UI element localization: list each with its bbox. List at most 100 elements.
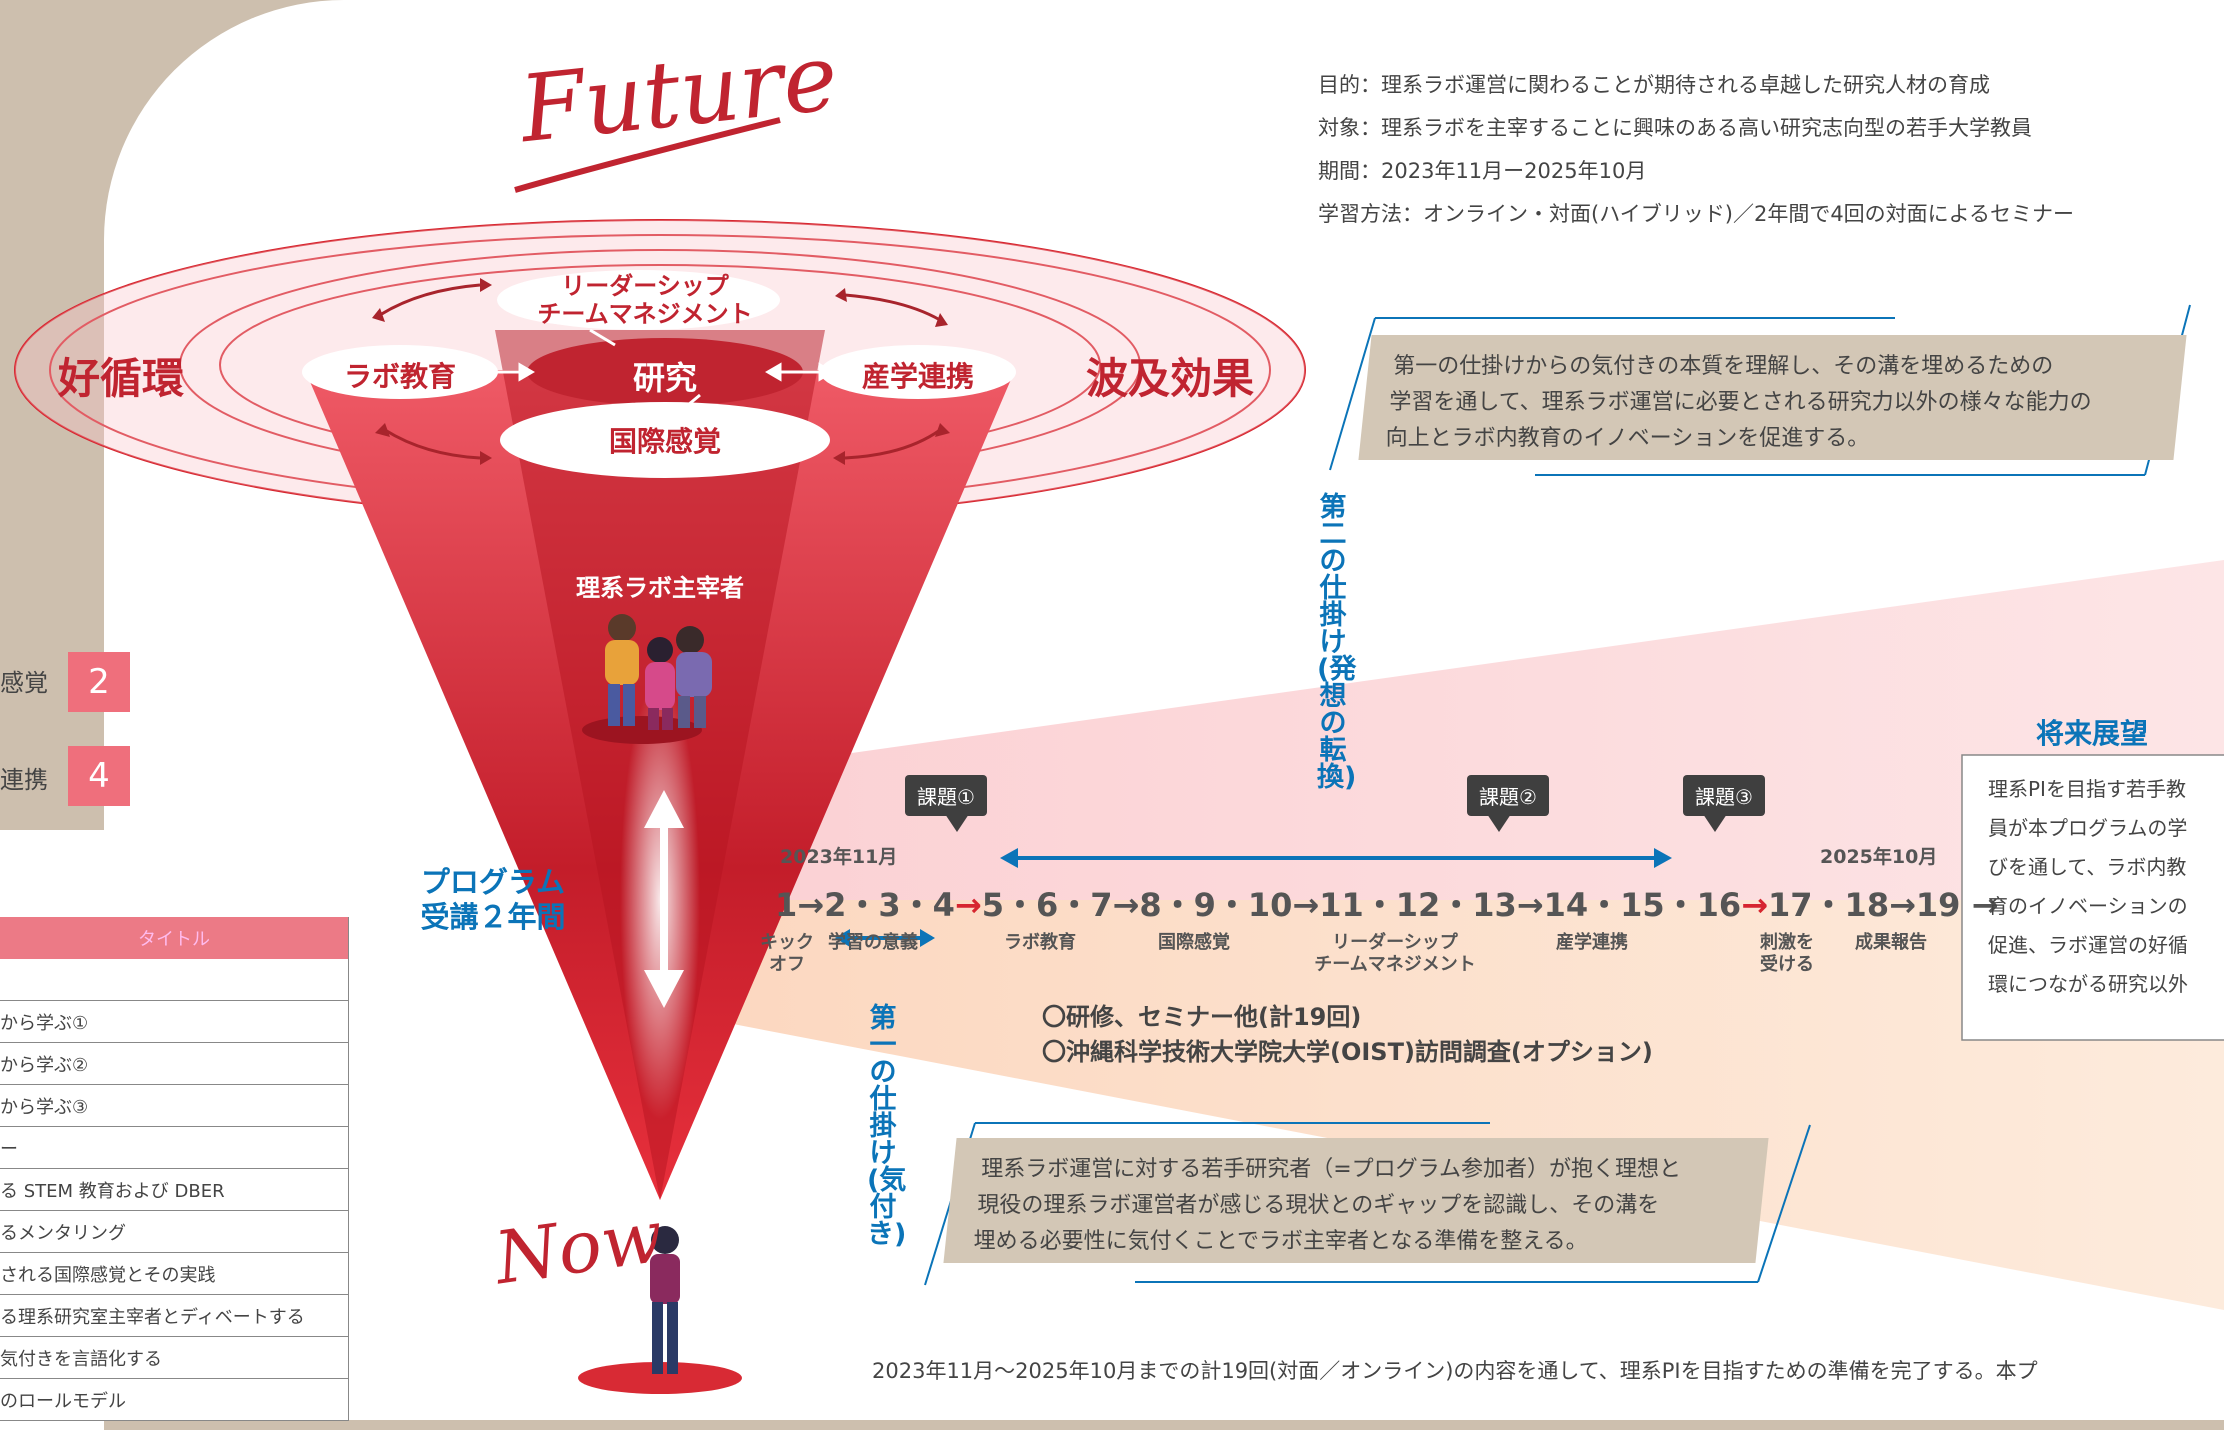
outlook-line: 促進、ラボ運営の好循 xyxy=(1988,933,2188,957)
stimulus-line1: 刺激を xyxy=(1760,932,1814,953)
table-row: ー xyxy=(0,1126,349,1169)
task-3-bubble: 課題③ xyxy=(1683,775,1765,832)
first-text-3: 埋める必要性に気付くことでラボ主宰者となる準備を整える。 xyxy=(973,1229,1588,1254)
leadership-label-2: チームマネジメント xyxy=(1314,954,1476,975)
table-row xyxy=(0,959,349,1001)
label-leadership: リーダーシップ チームマネジメント xyxy=(1290,932,1500,976)
start-date: 2023年11月 xyxy=(780,846,898,868)
ellipse-research-label: 研究 xyxy=(632,359,697,397)
kickoff-line1: キック xyxy=(760,932,814,953)
note-oist: 〇沖縄科学技術大学院大学(OIST)訪問調査(オプション) xyxy=(1042,1038,1653,1066)
ellipse-leadership-2 xyxy=(500,270,780,330)
outlook-line: 環につながる研究以外 xyxy=(1988,972,2188,996)
first-text-2: 現役の理系ラボ運営者が感じる現状とのギャップを認識し、その溝を xyxy=(977,1193,1660,1218)
future-outlook-text: 理系PIを目指す若手教員が本プログラムの学びを通して、ラボ内教育のイノベーション… xyxy=(1988,770,2188,1004)
left-item-1-label: 感覚 xyxy=(0,669,48,697)
leadership-label-1: リーダーシップ xyxy=(1332,932,1458,953)
ellipse-industry xyxy=(820,345,1016,399)
kickoff-line2: オフ xyxy=(769,954,805,975)
timeline-seg-2: 5・6・7→8・9・10→11・12・13→14・15・16 xyxy=(981,886,1742,924)
first-mechanism-box: 理系ラボ運営に対する若手研究者（=プログラム参加者）が抱く理想と 現役の理系ラボ… xyxy=(943,1138,1769,1263)
curve-arrow-tr xyxy=(844,293,941,322)
table-row: る STEM 教育および DBER xyxy=(0,1168,349,1211)
red-arrow-1: → xyxy=(954,886,982,924)
second-text-1: 第一の仕掛けからの気付きの本質を理解し、その溝を埋めるための xyxy=(1393,354,2054,379)
virtuous-cycle-title: 好循環 xyxy=(58,354,185,403)
timeline-notes: 〇研修、セミナー他(計19回) 〇沖縄科学技術大学院大学(OIST)訪問調査(オ… xyxy=(1042,1000,1653,1070)
table-cell-title: から学ぶ③ xyxy=(0,1084,349,1127)
label-report: 成果報告 xyxy=(1855,932,1927,953)
timeline-seg-3: 17・18→19 xyxy=(1768,886,1961,924)
label-industry: 産学連携 xyxy=(1556,932,1628,953)
curve-arrow-tl xyxy=(379,283,481,317)
first-mechanism-label: 第一の仕掛け(気付き) xyxy=(867,1003,907,1250)
table-cell-title: 気付きを言語化する xyxy=(0,1336,349,1379)
left-item-1-badge: 2 xyxy=(68,652,130,712)
table-row: のロールモデル xyxy=(0,1378,349,1421)
ellipse-lab-ed xyxy=(302,345,498,399)
second-text-3: 向上とラボ内教育のイノベーションを促進する。 xyxy=(1385,426,1870,451)
second-mechanism-box: 第一の仕掛けからの気付きの本質を理解し、その溝を埋めるための 学習を通して、理系… xyxy=(1358,335,2187,460)
info-target: 対象：理系ラボを主宰することに興味のある高い研究志向型の若手大学教員 xyxy=(1318,116,2032,140)
session-timeline: 1→2・3・4→5・6・7→8・9・10→11・12・13→14・15・16→1… xyxy=(775,886,1999,924)
second-mechanism-label: 第二の仕掛け(発想の転換) xyxy=(1317,492,1357,793)
ellipse-leadership-label: リーダーシップ チームマネジメント xyxy=(500,272,790,328)
table-row: 気付きを言語化する xyxy=(0,1336,349,1379)
summary-text: 2023年11月～2025年10月までの計19回(対面／オンライン)の内容を通し… xyxy=(872,1359,2038,1383)
left-item-2-label: 連携 xyxy=(0,766,48,794)
program-info: 目的：理系ラボ運営に関わることが期待される卓越した研究人材の育成 対象：理系ラボ… xyxy=(1318,64,2074,236)
leadership-line1: リーダーシップ xyxy=(561,272,729,300)
table-header-title: タイトル xyxy=(0,917,349,959)
table-cell-title: ー xyxy=(0,1126,349,1169)
pink-band xyxy=(660,560,2224,900)
outlook-line: 理系PIを目指す若手教 xyxy=(1988,777,2186,801)
label-meaning: 学習の意義 xyxy=(828,932,918,953)
table-row: る理系研究室主宰者とディベートする xyxy=(0,1294,349,1337)
program-line2: 受講２年間 xyxy=(420,900,566,934)
note-seminars: 〇研修、セミナー他(計19回) xyxy=(1042,1003,1362,1031)
table-cell-title xyxy=(0,959,349,1001)
red-arrow-2: → xyxy=(1741,886,1769,924)
left-item-2-badge: 4 xyxy=(68,746,130,806)
future-box-border xyxy=(1961,754,2224,1041)
table-row: るメンタリング xyxy=(0,1210,349,1253)
timeline-seg-1: 1→2・3・4 xyxy=(775,886,955,924)
table-row: から学ぶ③ xyxy=(0,1084,349,1127)
ellipse-lab-ed-label: ラボ教育 xyxy=(343,360,456,393)
diagram-graphics xyxy=(14,117,2224,1394)
task-2-bubble: 課題② xyxy=(1467,775,1549,832)
end-date: 2025年10月 xyxy=(1820,846,1938,868)
table-cell-title: る STEM 教育および DBER xyxy=(0,1168,349,1211)
table-cell-title: のロールモデル xyxy=(0,1378,349,1421)
leadership-line2: チームマネジメント xyxy=(537,300,753,328)
future-underline xyxy=(514,117,781,193)
table-row: から学ぶ① xyxy=(0,1000,349,1043)
table-row: から学ぶ② xyxy=(0,1042,349,1085)
pi-label: 理系ラボ主宰者 xyxy=(576,574,744,602)
people-group xyxy=(605,614,712,730)
ellipse-research xyxy=(527,338,803,406)
info-method: 学習方法：オンライン・対面(ハイブリッド)／2年間で4回の対面によるセミナー xyxy=(1318,202,2075,226)
peach-band xyxy=(660,900,2224,1310)
info-purpose: 目的：理系ラボ運営に関わることが期待される卓越した研究人材の育成 xyxy=(1318,73,1990,97)
curve-arrow-bl xyxy=(384,428,481,460)
stimulus-line2: 受ける xyxy=(1760,954,1814,975)
ripple-effect-title: 波及効果 xyxy=(1086,354,1255,403)
table-cell-title: から学ぶ② xyxy=(0,1042,349,1085)
first-text-1: 理系ラボ運営に対する若手研究者（=プログラム参加者）が抱く理想と xyxy=(981,1157,1681,1182)
table-cell-title: る理系研究室主宰者とディベートする xyxy=(0,1294,349,1337)
curve-arrow-br xyxy=(844,428,941,460)
info-period: 期間：2023年11月ー2025年10月 xyxy=(1318,159,1647,183)
label-intl: 国際感覚 xyxy=(1158,932,1230,953)
table-cell-title: から学ぶ① xyxy=(0,1000,349,1043)
outlook-line: びを通して、ラボ内教 xyxy=(1988,855,2187,879)
program-duration: プログラム 受講２年間 xyxy=(408,865,578,935)
ellipse-intl xyxy=(500,402,830,478)
second-text-2: 学習を通して、理系ラボ運営に必要とされる研究力以外の様々な能力の xyxy=(1389,390,2092,415)
now-platform xyxy=(578,1362,742,1394)
label-kickoff: キック オフ xyxy=(752,932,822,976)
label-stimulus: 刺激を 受ける xyxy=(1752,932,1822,976)
label-lab-ed: ラボ教育 xyxy=(1004,932,1076,953)
